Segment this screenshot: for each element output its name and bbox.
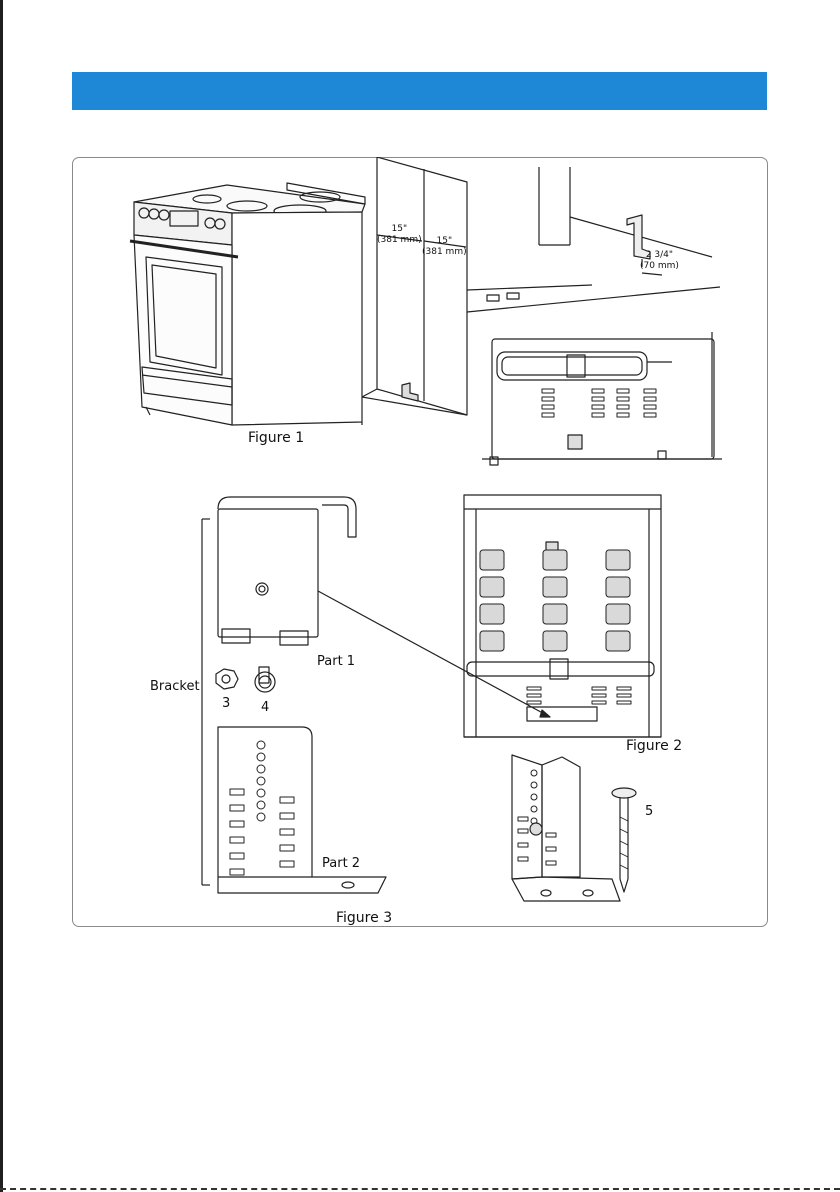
bolt-part4-illustration xyxy=(255,667,275,692)
part-number-4: 4 xyxy=(261,700,269,715)
dimension-wall-front: 15" (381 mm) xyxy=(422,236,467,258)
range-illustration xyxy=(130,183,365,425)
dimension-wall-front-inches: 15" xyxy=(422,236,467,247)
bracket-part1-illustration xyxy=(218,497,356,645)
dimension-wall-side: 15" (381 mm) xyxy=(377,224,422,246)
page-bottom-edge xyxy=(0,1188,840,1190)
page-left-border xyxy=(0,0,3,1192)
installation-illustrations xyxy=(72,157,768,927)
dimension-wall-front-mm: (381 mm) xyxy=(422,247,467,258)
range-back-mounted-illustration xyxy=(482,332,722,465)
figure3-caption: Figure 3 xyxy=(336,910,392,926)
dimension-wall-side-mm: (381 mm) xyxy=(377,235,422,246)
wall-illustration xyxy=(362,157,467,415)
nut-part3-illustration xyxy=(216,669,238,689)
assembled-bracket-illustration xyxy=(512,755,636,901)
part-number-3: 3 xyxy=(222,696,230,711)
dimension-bracket-inches: 2 3/4" xyxy=(640,250,679,261)
part1-label: Part 1 xyxy=(317,654,355,669)
wall-floor-bracket-illustration xyxy=(467,167,720,312)
bracket-label: Bracket xyxy=(150,679,200,694)
figure1-caption: Figure 1 xyxy=(248,430,304,446)
bracket-part2-illustration xyxy=(218,727,386,893)
part-number-5: 5 xyxy=(645,804,653,819)
figure2-caption: Figure 2 xyxy=(626,738,682,754)
dimension-bracket-distance: 2 3/4" (70 mm) xyxy=(640,250,679,272)
dimension-bracket-mm: (70 mm) xyxy=(640,261,679,272)
dimension-wall-side-inches: 15" xyxy=(377,224,422,235)
section-header-bar xyxy=(72,72,767,110)
range-rear-panel-illustration xyxy=(464,495,661,737)
part2-label: Part 2 xyxy=(322,856,360,871)
